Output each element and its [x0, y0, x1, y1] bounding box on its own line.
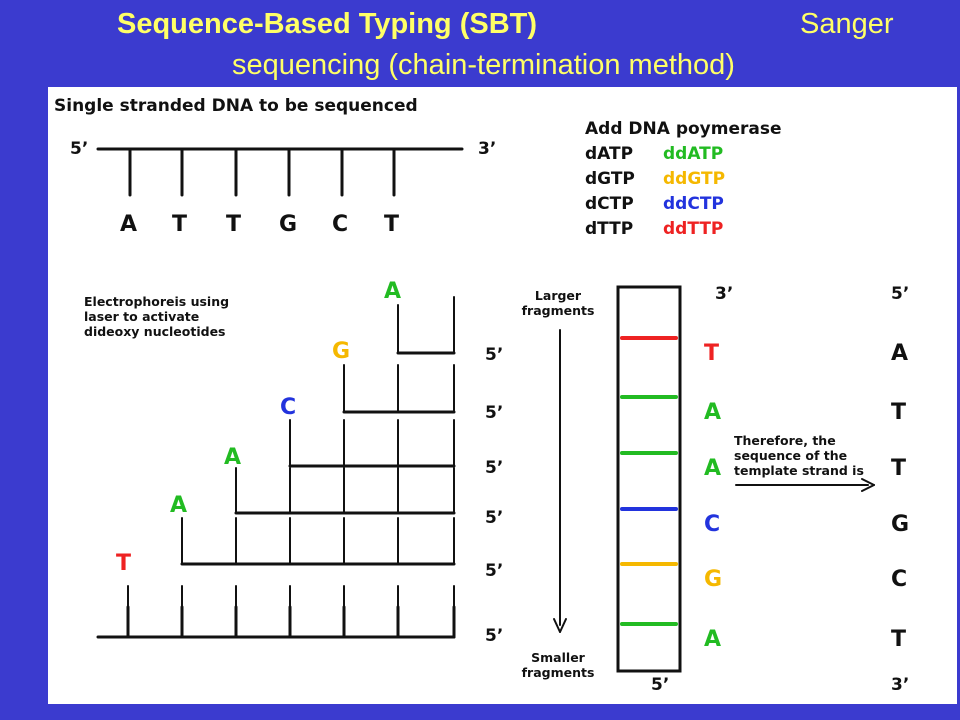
template-base: C: [332, 212, 349, 237]
fragment-5prime: 5’: [485, 458, 504, 478]
fragment-5prime: 5’: [485, 626, 504, 646]
fragment-end-base: C: [280, 395, 297, 420]
result-3prime: 3’: [891, 675, 910, 695]
electrophoresis-note: Electrophoreis using laser to activate d…: [84, 294, 230, 339]
template-3prime: 3’: [478, 139, 497, 159]
result-arrow-head: [861, 478, 875, 486]
gel-band-base: T: [704, 341, 720, 366]
gel-lane: [616, 285, 682, 673]
fragment-end-base: G: [332, 339, 351, 364]
template-base: A: [120, 212, 138, 237]
smaller-fragments-label: Smaller fragments: [521, 650, 595, 680]
gel-3prime: 3’: [715, 284, 734, 304]
result-base: T: [891, 456, 907, 481]
fragment-end-base: A: [224, 445, 242, 470]
result-base: A: [891, 341, 909, 366]
therefore-text: Therefore, the sequence of the template …: [734, 433, 864, 478]
template-base: G: [279, 212, 298, 237]
fragment-end-base: A: [170, 493, 188, 518]
reagent-ddntp: ddTTP: [663, 219, 724, 239]
gel-band-base: A: [704, 400, 722, 425]
fragment-5prime: 5’: [485, 345, 504, 365]
gel-band-base: A: [704, 456, 722, 481]
slide-subtitle: sequencing (chain-termination method): [232, 49, 735, 81]
result-base: C: [891, 567, 908, 592]
reagent-dntp: dTTP: [585, 219, 634, 239]
result-5prime: 5’: [891, 284, 910, 304]
size-arrow-head: [559, 618, 567, 633]
fragment-end-base: A: [384, 279, 402, 304]
larger-fragments-label: Larger fragments: [521, 288, 595, 318]
reagent-dntp: dATP: [585, 144, 634, 164]
gel-band-base: G: [704, 567, 723, 592]
diagram-lines: [96, 147, 875, 673]
reagents-heading: Add DNA poymerase: [585, 119, 782, 139]
result-base: G: [891, 512, 910, 537]
diagram-panel: Single stranded DNA to be sequenced 5’ 3…: [48, 87, 957, 704]
reagent-dntp: dCTP: [585, 194, 634, 214]
template-base: T: [172, 212, 188, 237]
gel-band-base: A: [704, 627, 722, 652]
fragment-5prime: 5’: [485, 561, 504, 581]
result-arrow-head: [861, 484, 875, 492]
slide-title: Sequence-Based Typing (SBT): [117, 8, 538, 40]
fragment-end-base: T: [116, 551, 132, 576]
fragment-5prime: 5’: [485, 508, 504, 528]
size-arrow-head: [553, 618, 561, 633]
template-heading: Single stranded DNA to be sequenced: [54, 96, 418, 116]
template-base: T: [384, 212, 400, 237]
reagent-ddntp: ddCTP: [663, 194, 724, 214]
gel-5prime: 5’: [651, 675, 670, 695]
reagent-ddntp: ddGTP: [663, 169, 726, 189]
result-base: T: [891, 627, 907, 652]
template-base: T: [226, 212, 242, 237]
slide-title-right: Sanger: [800, 8, 894, 40]
reagent-ddntp: ddATP: [663, 144, 724, 164]
reagent-dntp: dGTP: [585, 169, 635, 189]
template-5prime: 5’: [70, 139, 89, 159]
fragment-5prime: 5’: [485, 403, 504, 423]
gel-band-base: C: [704, 512, 721, 537]
result-base: T: [891, 400, 907, 425]
